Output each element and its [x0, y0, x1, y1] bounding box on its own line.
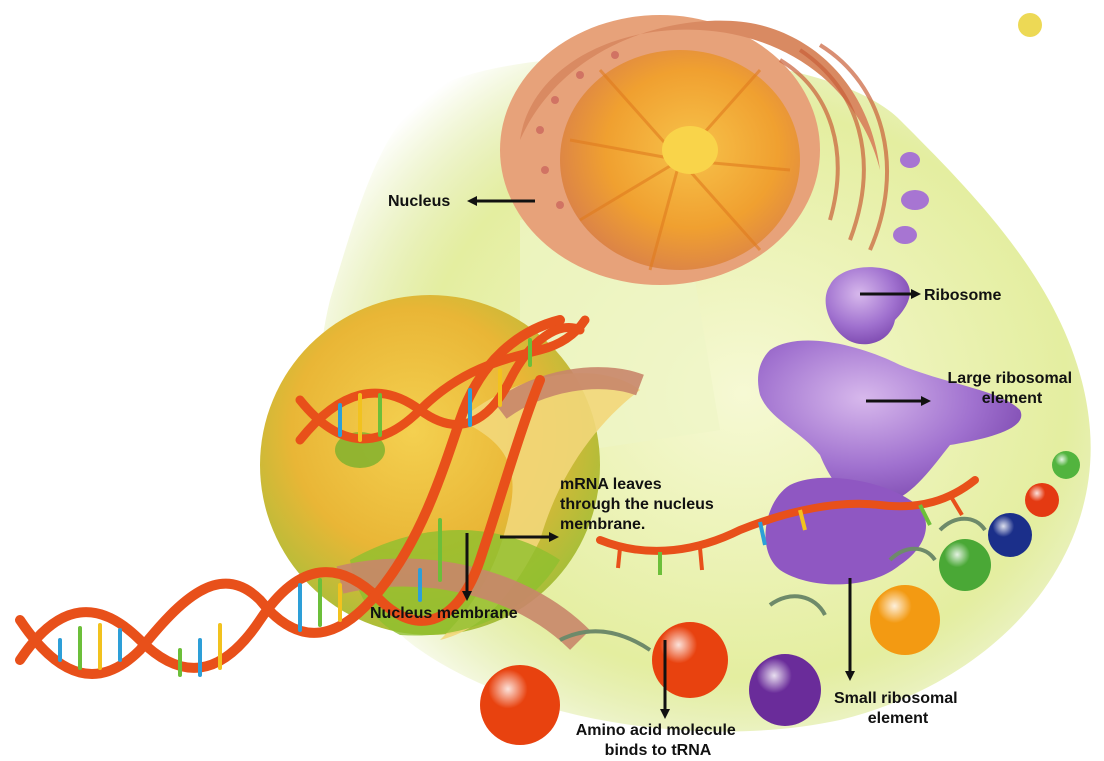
- label-large-ribosomal-line2: element: [982, 390, 1043, 407]
- bead-highlight: [1052, 451, 1080, 479]
- bead-highlight: [870, 585, 940, 655]
- label-small-ribosomal-line2: element: [868, 710, 929, 727]
- label-amino-acid-line1: Amino acid molecule: [576, 722, 736, 739]
- label-nucleus: Nucleus: [388, 193, 450, 210]
- label-mrna-line3: membrane.: [560, 516, 645, 533]
- label-amino-acid-line2: binds to tRNA: [605, 742, 712, 759]
- label-small-ribosomal-line1: Small ribosomal: [834, 690, 958, 707]
- label-mrna-line1: mRNA leaves: [560, 476, 662, 493]
- label-nucleus-membrane: Nucleus membrane: [370, 605, 518, 622]
- bead-highlight: [480, 665, 560, 745]
- label-amino-acid: Amino acid molecule binds to tRNA: [576, 722, 741, 759]
- bead-highlight: [1025, 483, 1059, 517]
- bead-highlight: [988, 513, 1032, 557]
- label-mrna-line2: through the nucleus: [560, 496, 714, 513]
- bead-highlight: [652, 622, 728, 698]
- label-ribosome: Ribosome: [924, 287, 1001, 304]
- bead-highlight: [939, 539, 991, 591]
- label-large-ribosomal-line1: Large ribosomal: [948, 370, 1072, 387]
- bead-highlight: [749, 654, 821, 726]
